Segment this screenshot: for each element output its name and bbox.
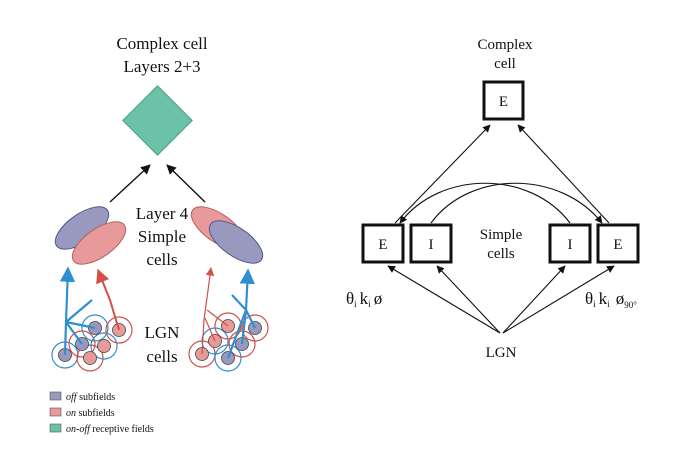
legend-label-off: off subfields [66,392,115,403]
off-projection-branch [240,309,248,345]
simple-cells-label: cells [487,246,515,262]
arrow-lgn-to-right-e [502,265,615,334]
legend: off subfields on subfields on-off recept… [49,391,154,435]
left-panel: Complex cell Layers 2+3 Layer 4 Simple c… [49,34,269,435]
complex-cell-layers: Layers 2+3 [123,57,200,76]
right-simple-off-subfield [208,220,264,264]
simple-label: Simple [480,227,523,243]
on-projection-branch [206,309,229,327]
right-i-box [548,223,592,264]
arrow-lgn-to-right-i [502,265,566,334]
off-projection-branch [245,309,256,329]
arc-left-i-to-right-e [430,182,603,224]
arrow-left-e-to-complex [394,124,491,224]
right-e-label: E [613,237,622,253]
left-i-box [409,223,453,264]
layer4-simple-label: Simple [138,227,186,246]
legend-swatch-on [49,407,62,417]
left-lgn-cluster [51,266,133,372]
arrow-right-simple-to-complex [166,164,206,203]
right-complex-cell-label: cell [494,56,516,72]
left-i-label: I [429,237,434,253]
left-e-box [361,223,405,264]
on-projection-branch [204,317,216,342]
right-lgn-cluster [188,267,269,372]
arrow-left-simple-to-complex [109,164,151,203]
lgn-on-cell [83,351,97,365]
lgn-rf-ring [214,344,242,372]
layer4-cells-label: cells [146,250,177,269]
layer4-label: Layer 4 [136,204,189,223]
legend-swatch-onoff [49,423,62,433]
arrow-right-e-to-complex [517,124,610,224]
legend-label-onoff: on-off receptive fields [66,424,154,435]
lgn-rf-ring [90,332,118,360]
left-simple-on-subfield [71,221,127,265]
right-panel: Complex cell E E I I E Simple cells LGN … [346,37,640,361]
off-projection-branch [231,294,247,311]
legend-label-on: on subfields [66,408,115,419]
right-complex-label: Complex [478,37,533,53]
off-projection-branch [65,321,83,345]
off-projection-branch [65,320,96,330]
lgn-cells-label: cells [146,347,177,366]
complex-cell-diamond [122,85,193,156]
complex-e-box [482,80,525,121]
off-projection-branch [65,299,93,323]
complex-e-label: E [499,94,508,110]
on-projection-line [201,267,215,355]
lgn-label: LGN [145,323,180,342]
lgn-rf-ring [241,314,269,342]
right-i-label: I [568,237,573,253]
lgn-rf-ring [81,314,109,342]
right-e-box [596,223,640,264]
arrow-lgn-to-left-e [387,265,501,334]
lgn-rf-ring [76,344,104,372]
lgn-on-cell [97,339,111,353]
left-e-label: E [378,237,387,253]
complex-cell-title: Complex cell [116,34,207,53]
right-lgn-label: LGN [486,345,517,361]
arc-right-i-to-left-e [399,182,571,224]
on-projection-line [96,268,120,331]
arrow-lgn-to-left-i [436,265,501,334]
legend-swatch-off [49,391,62,401]
lgn-rf-ring [105,316,133,344]
